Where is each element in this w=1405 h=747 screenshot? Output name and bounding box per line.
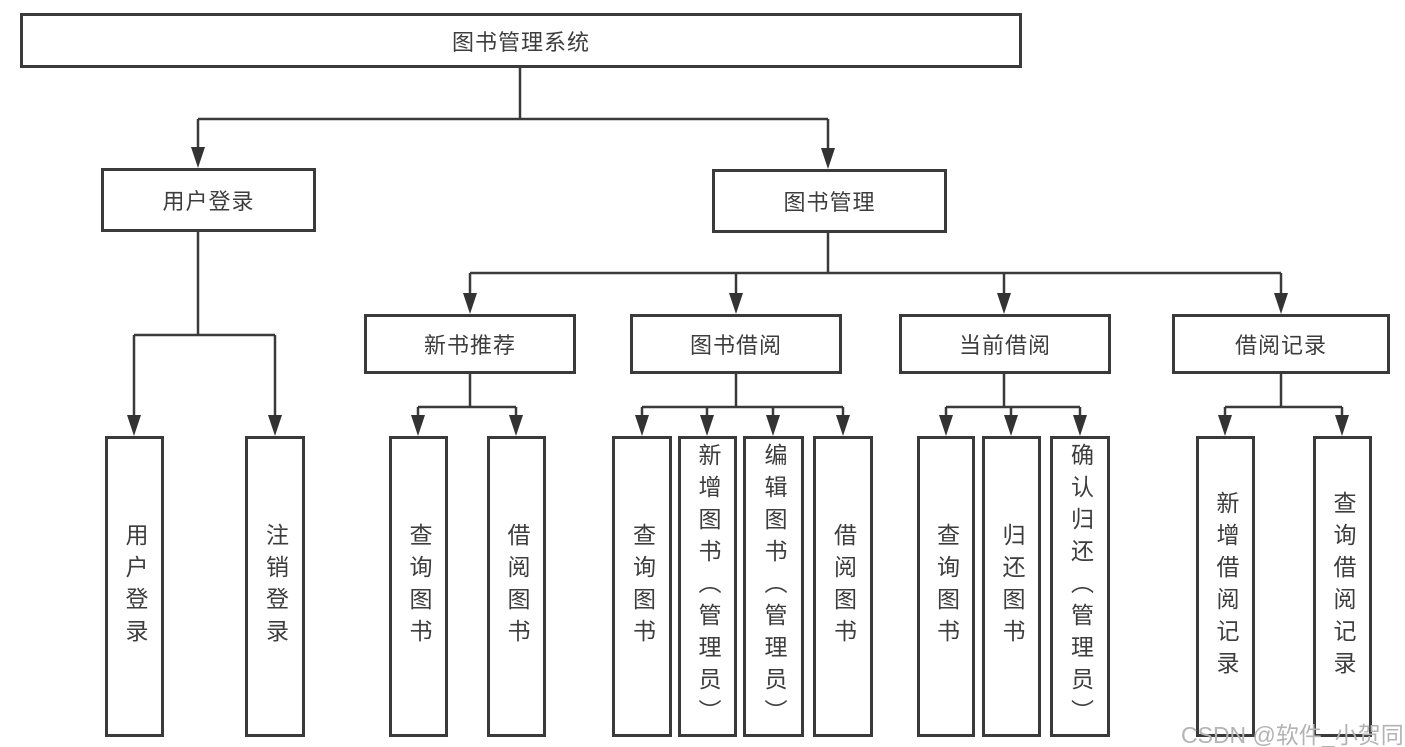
node-return-books: 归还图书: [982, 436, 1041, 737]
node-book-management-label: 图书管理: [783, 190, 876, 215]
node-borrow-records-label: 借阅记录: [1234, 333, 1327, 358]
node-borrow-books-recommend: 借阅图书: [487, 436, 546, 737]
node-book-borrowing: 图书借阅: [630, 314, 842, 374]
node-edit-books-admin-label: 编辑图书（管理员）: [761, 442, 787, 731]
node-book-management: 图书管理: [712, 169, 947, 233]
node-query-books-current: 查询图书: [917, 436, 975, 737]
node-add-borrow-record: 新增借阅记录: [1196, 436, 1255, 737]
node-query-books-borrowing-label: 查询图书: [629, 522, 656, 651]
node-borrow-books-borrowing: 借阅图书: [813, 436, 873, 737]
node-user-login-label: 用户登录: [162, 189, 255, 214]
node-borrow-books-recommend-label: 借阅图书: [504, 522, 530, 651]
node-root: 图书管理系统: [20, 13, 1022, 68]
node-root-label: 图书管理系统: [451, 29, 590, 55]
connector-paths: [132, 68, 1344, 420]
node-book-borrowing-label: 图书借阅: [689, 333, 782, 358]
node-query-books-borrowing: 查询图书: [612, 436, 672, 737]
node-confirm-return-admin: 确认归还（管理员）: [1050, 436, 1110, 737]
node-add-books-admin: 新增图书（管理员）: [678, 436, 737, 737]
node-return-books-label: 归还图书: [999, 522, 1025, 651]
node-new-book-recommend: 新书推荐: [364, 314, 576, 374]
node-add-books-admin-label: 新增图书（管理员）: [695, 442, 721, 731]
node-query-books-recommend-label: 查询图书: [406, 522, 432, 651]
node-user-login: 用户登录: [101, 168, 316, 232]
watermark: CSDN @软件_小贺同学: [1181, 722, 1405, 747]
node-logout: 注销登录: [245, 436, 305, 737]
node-edit-books-admin: 编辑图书（管理员）: [743, 436, 804, 737]
node-confirm-return-admin-label: 确认归还（管理员）: [1067, 442, 1094, 731]
node-current-borrowing-label: 当前借阅: [958, 333, 1051, 358]
node-borrow-books-borrowing-label: 借阅图书: [830, 522, 857, 651]
node-user-login-leaf: 用户登录: [105, 436, 164, 737]
node-query-books-current-label: 查询图书: [933, 522, 960, 651]
node-borrow-records: 借阅记录: [1172, 314, 1390, 374]
node-add-borrow-record-label: 新增借阅记录: [1213, 490, 1239, 683]
node-query-borrow-record: 查询借阅记录: [1313, 436, 1372, 737]
node-query-books-recommend: 查询图书: [389, 436, 448, 737]
node-new-book-recommend-label: 新书推荐: [423, 333, 516, 358]
node-current-borrowing: 当前借阅: [899, 314, 1111, 374]
node-logout-label: 注销登录: [262, 522, 289, 651]
node-query-borrow-record-label: 查询借阅记录: [1330, 490, 1356, 683]
node-user-login-leaf-label: 用户登录: [122, 522, 148, 651]
